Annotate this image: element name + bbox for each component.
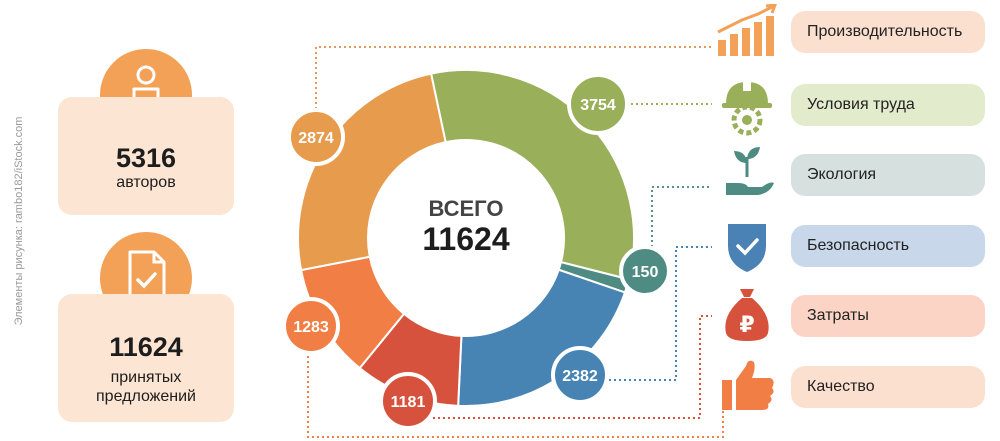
chart-growth-icon [717, 4, 777, 56]
shield-check-icon [728, 224, 766, 272]
value-badge-0 [567, 73, 629, 135]
value-badge-4 [282, 297, 340, 355]
value-label-2: 2382 [562, 368, 598, 385]
leader-line-productivity [315, 46, 712, 124]
value-label-1: 150 [632, 264, 659, 281]
svg-text:₽: ₽ [739, 313, 754, 338]
inner-dotted-ring [378, 150, 554, 326]
category-ecology: Экология [791, 154, 985, 196]
slice-2 [457, 268, 627, 407]
money-bag-icon: ₽ [725, 289, 769, 341]
leader-line-safety [604, 246, 712, 381]
category-safety: Безопасность [791, 225, 985, 267]
slice-5 [297, 72, 447, 272]
category-quality: Качество [791, 366, 985, 408]
value-badge-3 [379, 372, 437, 430]
authors-card: 5316 авторов [58, 97, 234, 215]
value-badge-1 [619, 245, 671, 297]
category-productivity: Производительность [791, 11, 985, 53]
plant-hand-icon [726, 147, 774, 195]
category-work-conditions: Условия труда [791, 84, 985, 126]
value-badge-2 [551, 346, 609, 404]
helmet-gear-icon [722, 79, 772, 136]
value-label-0: 3754 [580, 97, 616, 114]
donut-slices [297, 69, 635, 407]
proposals-label: принятых предложений [96, 369, 196, 405]
leader-lines [307, 46, 724, 438]
leader-line-costs [418, 315, 712, 419]
value-label-4: 1283 [293, 319, 329, 336]
center-total: 11624 [422, 221, 509, 257]
thumbs-up-icon [722, 360, 774, 410]
value-label-5: 2874 [298, 130, 334, 147]
authors-label: авторов [116, 174, 176, 191]
value-badges: 3754 150 2382 1181 1283 2874 [282, 73, 671, 430]
proposals-card: 11624 принятых предложений [58, 294, 234, 422]
leader-line-ecology [651, 186, 712, 267]
authors-count: 5316 [115, 143, 177, 173]
category-costs: Затраты [791, 295, 985, 337]
center-title: ВСЕГО [429, 196, 504, 221]
value-label-3: 1181 [391, 394, 426, 411]
value-badge-5 [287, 108, 345, 166]
leader-line-quality [307, 356, 724, 438]
proposals-count: 11624 [109, 332, 183, 362]
